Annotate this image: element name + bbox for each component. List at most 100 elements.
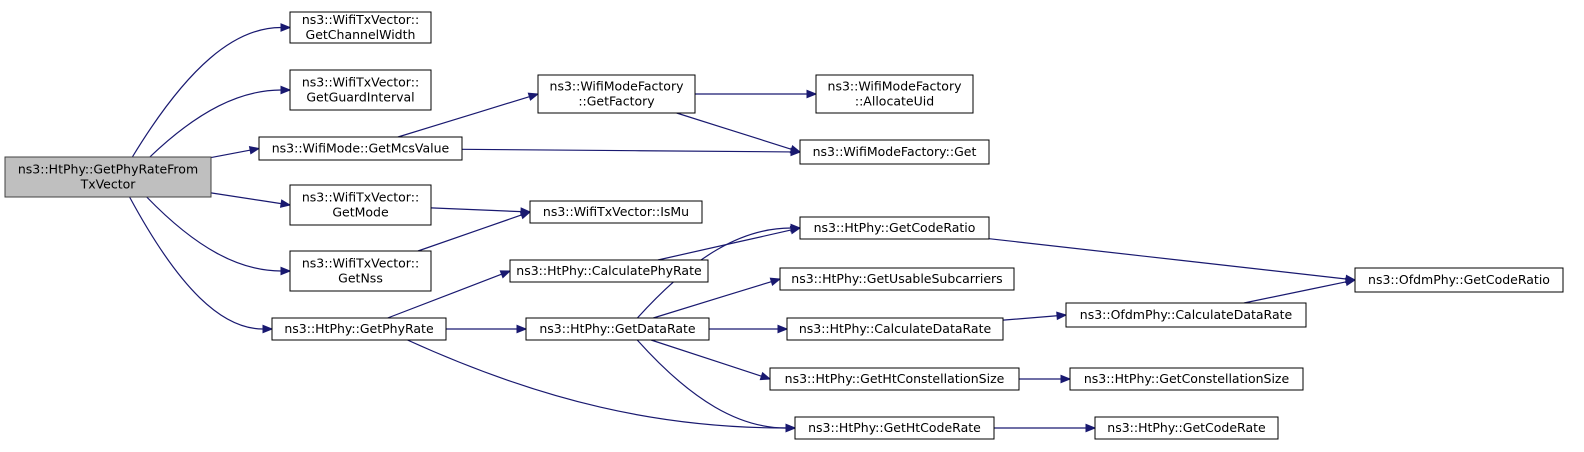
node-label: ::GetFactory [578, 94, 655, 109]
node-label: ns3::HtPhy::GetDataRate [539, 321, 696, 336]
node-ht-calcphy[interactable]: ns3::HtPhy::CalculatePhyRate [509, 259, 709, 283]
edge-ht-datarate-to-ht-usable [653, 277, 782, 319]
arrowhead [279, 199, 292, 208]
node-txv-ismu[interactable]: ns3::WifiTxVector::IsMu [529, 200, 703, 224]
arrowhead [790, 223, 802, 233]
edge-line [650, 339, 762, 377]
node-box [769, 367, 1020, 391]
edge-line [988, 238, 1347, 280]
edge-root-to-txv-gi [149, 85, 292, 158]
edge-txv-nss-to-txv-ismu [417, 211, 532, 252]
edge-mode-mcs-to-mf-get [461, 147, 802, 157]
edge-ht-datarate-to-ht-htconst [650, 339, 772, 381]
edge-root-to-txv-chw [131, 23, 292, 158]
edge-ht-datarate-to-ht-coderatio [636, 223, 802, 319]
node-box [509, 259, 709, 283]
node-box [799, 216, 990, 240]
node-label: GetGuardInterval [306, 90, 414, 105]
node-txv-mode[interactable]: ns3::WifiTxVector::GetMode [289, 184, 432, 226]
edge-line [149, 89, 282, 158]
node-txv-gi[interactable]: ns3::WifiTxVector::GetGuardInterval [289, 69, 432, 111]
nodes: ns3::HtPhy::GetPhyRateFromTxVectorns3::W… [4, 11, 1564, 440]
edge-line [210, 192, 282, 205]
node-label: ns3::WifiTxVector::IsMu [543, 204, 689, 219]
node-ht-coderatio[interactable]: ns3::HtPhy::GetCodeRatio [799, 216, 990, 240]
node-box [779, 267, 1015, 291]
node-box [289, 11, 432, 44]
edge-ht-phyrate-to-ht-datarate [446, 324, 528, 334]
edge-line [1243, 281, 1347, 304]
arrowhead [280, 23, 292, 32]
node-mf-factory[interactable]: ns3::WifiModeFactory::GetFactory [537, 74, 696, 114]
edge-mode-mcs-to-mf-factory [397, 92, 540, 138]
node-label: ns3::WifiTxVector:: [302, 75, 419, 90]
edge-mf-factory-to-mf-get [676, 112, 802, 154]
node-ofdm-coderatio[interactable]: ns3::OfdmPhy::GetCodeRatio [1354, 267, 1564, 293]
node-mf-get[interactable]: ns3::WifiModeFactory::Get [799, 139, 990, 165]
node-box [1065, 302, 1307, 328]
node-label: ns3::HtPhy::GetCodeRate [1107, 420, 1266, 435]
arrowhead [499, 270, 512, 279]
node-label: ns3::HtPhy::GetPhyRateFrom [18, 162, 198, 177]
edge-ht-calcdata-to-ofdm-calcdata [1002, 311, 1068, 321]
node-box [786, 317, 1004, 341]
node-ht-code[interactable]: ns3::HtPhy::GetCodeRate [1094, 416, 1279, 440]
node-box [537, 74, 696, 114]
node-label: ns3::HtPhy::GetPhyRate [284, 321, 434, 336]
node-txv-nss[interactable]: ns3::WifiTxVector::GetNss [289, 250, 432, 292]
edges [129, 23, 1357, 433]
node-box [258, 136, 463, 161]
node-ofdm-calcdata[interactable]: ns3::OfdmPhy::CalculateDataRate [1065, 302, 1307, 328]
node-label: ns3::HtPhy::GetUsableSubcarriers [791, 271, 1002, 286]
node-box [1094, 416, 1279, 440]
edge-line [636, 339, 787, 429]
node-box [289, 184, 432, 226]
node-label: ns3::HtPhy::GetHtConstellationSize [785, 371, 1005, 386]
node-box [271, 317, 447, 341]
node-label: ns3::HtPhy::GetConstellationSize [1084, 371, 1290, 386]
edge-line [131, 26, 282, 158]
node-box [529, 200, 703, 224]
node-label: ns3::HtPhy::GetHtCodeRate [808, 420, 981, 435]
node-box [4, 156, 212, 198]
node-ht-datarate[interactable]: ns3::HtPhy::GetDataRate [525, 317, 710, 341]
node-label: ns3::WifiMode::GetMcsValue [272, 141, 450, 156]
node-ht-calcdata[interactable]: ns3::HtPhy::CalculateDataRate [786, 317, 1004, 341]
arrowhead [519, 211, 532, 220]
edge-line [676, 112, 792, 150]
node-label: ns3::WifiTxVector:: [302, 12, 419, 27]
edge-txv-mode-to-txv-ismu [430, 207, 532, 216]
node-label: ns3::OfdmPhy::CalculateDataRate [1080, 307, 1293, 322]
node-label: ns3::OfdmPhy::GetCodeRatio [1368, 272, 1550, 287]
node-ht-htconst[interactable]: ns3::HtPhy::GetHtConstellationSize [769, 367, 1020, 391]
edge-line [417, 214, 522, 252]
edge-root-to-ht-phyrate [129, 196, 274, 334]
node-label: GetNss [338, 271, 383, 286]
node-txv-chw[interactable]: ns3::WifiTxVector::GetChannelWidth [289, 11, 432, 44]
arrowhead [789, 145, 802, 154]
edge-line [653, 281, 772, 319]
arrowhead [785, 423, 797, 433]
node-box [289, 250, 432, 292]
edge-line [397, 96, 530, 138]
node-ht-htcode[interactable]: ns3::HtPhy::GetHtCodeRate [794, 416, 995, 440]
edge-root-to-txv-mode [210, 192, 292, 208]
node-ht-usable[interactable]: ns3::HtPhy::GetUsableSubcarriers [779, 267, 1015, 291]
node-label: ns3::WifiTxVector:: [302, 190, 419, 205]
edge-ht-datarate-to-ht-calcdata [709, 324, 789, 334]
node-mf-alloc[interactable]: ns3::WifiModeFactory::AllocateUid [815, 74, 974, 114]
node-label: TxVector [80, 177, 137, 192]
edge-ht-htconst-to-ht-const [1018, 374, 1072, 384]
arrowhead [759, 371, 772, 381]
edge-line [636, 227, 792, 319]
node-ht-phyrate[interactable]: ns3::HtPhy::GetPhyRate [271, 317, 447, 341]
edge-line [1002, 315, 1058, 321]
edge-line [387, 273, 502, 319]
node-mode-mcs[interactable]: ns3::WifiMode::GetMcsValue [258, 136, 463, 161]
edge-root-to-mode-mcs [210, 145, 261, 159]
edge-line [407, 339, 787, 429]
node-ht-const[interactable]: ns3::HtPhy::GetConstellationSize [1069, 367, 1304, 391]
node-box [1354, 267, 1564, 293]
node-label: ::AllocateUid [855, 94, 934, 109]
